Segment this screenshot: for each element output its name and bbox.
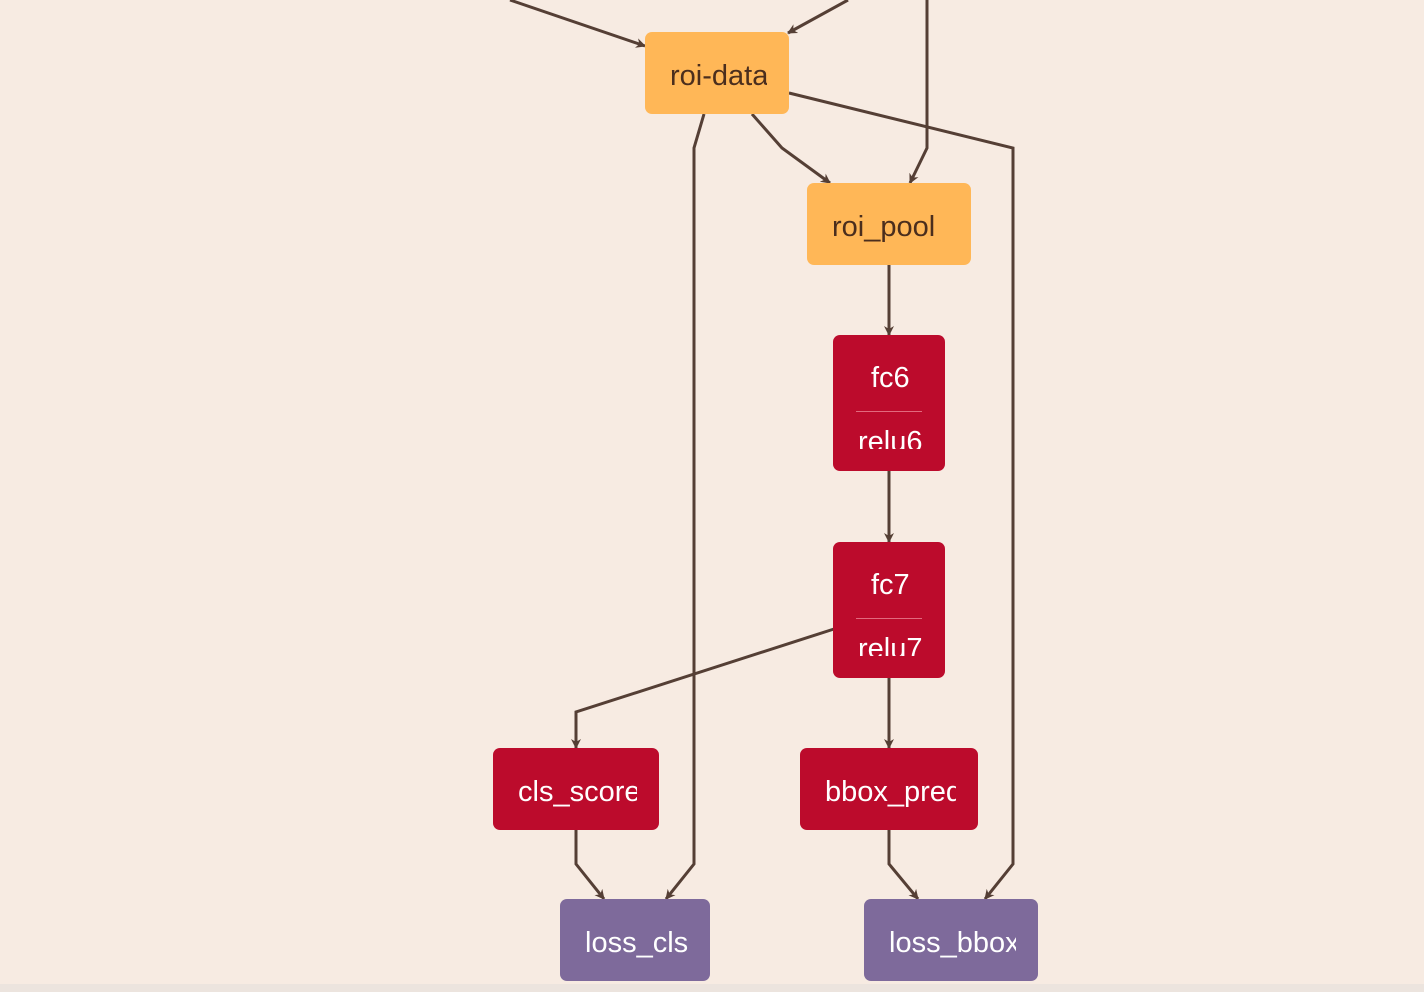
node-sublabel: relu7 <box>858 633 923 656</box>
edge-cls-score-to-loss-cls <box>574 830 606 900</box>
node-label: loss_bbox <box>889 927 1016 959</box>
node-loss-bbox[interactable]: loss_bbox <box>864 899 1038 981</box>
edge-input-to-roi-data <box>509 0 646 48</box>
node-label: bbox_pred <box>825 776 956 808</box>
edge-bbox-pred-to-loss-bbox <box>887 830 920 900</box>
node-label: roi-data <box>670 60 767 92</box>
node-sublabel: relu6 <box>858 426 923 449</box>
node-bbox-pred[interactable]: bbox_pred <box>800 748 978 830</box>
node-roi-pool[interactable]: roi_pool <box>807 183 971 265</box>
node-label: fc7 <box>871 569 910 601</box>
edge-roi-data-to-loss-bbox <box>788 91 1015 900</box>
edge-top-to-roi-data <box>787 0 849 35</box>
node-divider <box>856 411 922 412</box>
node-fc6[interactable]: fc6 relu6 <box>833 335 945 471</box>
node-roi-data[interactable]: roi-data <box>645 32 789 114</box>
node-loss-cls[interactable]: loss_cls <box>560 899 710 981</box>
bottom-edge-strip <box>0 984 1424 992</box>
edge-fc7-to-cls-score <box>571 627 835 749</box>
edge-roi-data-to-loss-cls <box>664 113 706 900</box>
node-label: loss_cls <box>585 927 688 959</box>
node-label: cls_score <box>518 776 637 808</box>
node-label: roi_pool <box>832 211 936 243</box>
node-cls-score[interactable]: cls_score <box>493 748 659 830</box>
edge-roi-data-to-roi-pool <box>750 113 831 185</box>
node-divider <box>856 618 922 619</box>
node-label: fc6 <box>871 362 910 394</box>
edge-top-to-roi-pool <box>908 0 929 184</box>
node-fc7[interactable]: fc7 relu7 <box>833 542 945 678</box>
